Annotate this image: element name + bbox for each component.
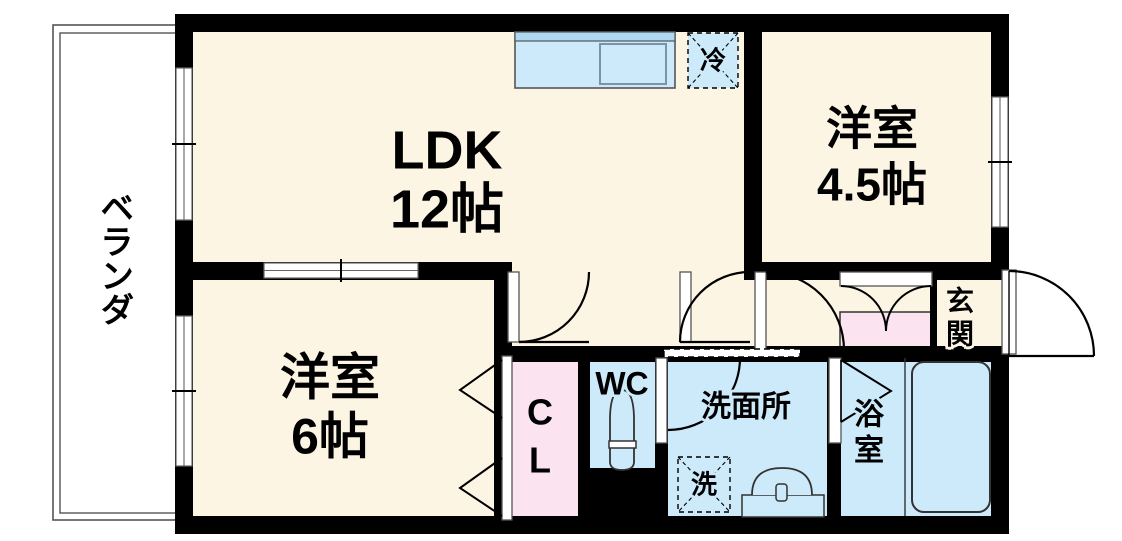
wall-ldk-bedroom45 [744,14,762,274]
veranda-window-ldk[interactable] [172,67,196,221]
vanity-sink [741,467,825,518]
veranda-window-bedroom6[interactable] [172,315,196,467]
room-label-bathroom-2: 室 [852,434,887,469]
room-label-veranda: ベランダ [94,190,133,326]
kitchen-counter [514,31,676,89]
fixture-label-washing-machine: 洗 [688,469,719,500]
room-label-closet-l: L [527,439,554,481]
room-label-toilet: WC [593,365,651,402]
closet-folding-doors[interactable] [458,355,513,521]
wall-bottom-wet [494,516,1009,534]
fixture-label-refrigerator: 冷 [697,45,728,76]
refrigerator-space [687,32,739,89]
shoe-cabinet-fill [839,311,933,353]
room-label-closet-c: C [525,391,556,433]
wc-door[interactable] [620,357,668,444]
room-label-bathroom-1: 浴 [852,398,887,433]
room-label-entrance-2: 関 [943,318,976,351]
wall-top [175,14,1009,32]
wall-entrance-left [930,262,937,354]
room-size-bedroom-45: 4.5帖 [815,158,930,211]
room-label-ldk: LDK [389,120,505,181]
room-size-bedroom-6: 6帖 [289,408,372,465]
hall-door-left[interactable] [678,270,751,344]
entrance-front-door[interactable] [1001,269,1096,358]
bedroom-45-floor [762,20,1002,272]
bathtub [904,358,991,516]
wall-right-lower [991,348,1009,534]
room-label-washroom: 洗面所 [699,390,794,425]
toilet-fixture [608,389,637,471]
room-label-bedroom-6: 洋室 [278,349,383,406]
ldk-hall-door[interactable] [507,271,591,344]
bedroom-6-floor [182,270,512,522]
entrance-floor [930,270,1002,355]
veranda-inner [59,32,181,514]
closet-floor [511,355,580,522]
room-label-bedroom-45: 洋室 [824,102,921,155]
wall-bedroom45-hall [744,262,1009,280]
entrance-double-door[interactable] [839,271,933,332]
room-label-entrance-1: 玄 [943,285,976,318]
washing-machine-space [677,456,731,513]
washroom-door[interactable] [663,348,801,432]
bathroom-folding-door[interactable] [828,357,893,444]
room-size-ldk: 12帖 [387,179,506,240]
bedroom-45-window[interactable] [988,96,1012,228]
bedroom-6-sliding-door[interactable] [263,259,419,282]
